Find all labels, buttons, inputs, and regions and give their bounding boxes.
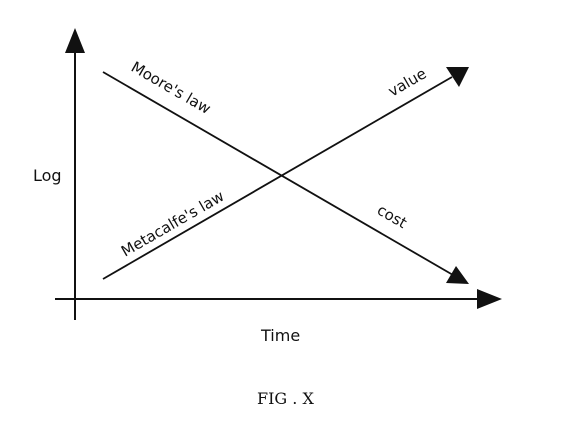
- figure-caption: FIG . X: [257, 389, 314, 408]
- value-label: value: [385, 64, 429, 100]
- x-axis-label: Time: [260, 326, 300, 345]
- metcalfes-law-arrowhead: [446, 67, 469, 87]
- cost-label: cost: [374, 201, 410, 232]
- moores-law-line: [102, 71, 454, 276]
- x-axis-arrowhead: [477, 289, 502, 309]
- moores-law-arrowhead: [446, 266, 469, 284]
- metcalfes-law-label: Metacalfe's law: [118, 187, 227, 260]
- y-axis-label: Log: [33, 166, 62, 185]
- y-axis-arrowhead: [65, 28, 85, 53]
- moores-law-label: Moore's law: [128, 58, 214, 118]
- metcalfes-law-line: [102, 76, 453, 280]
